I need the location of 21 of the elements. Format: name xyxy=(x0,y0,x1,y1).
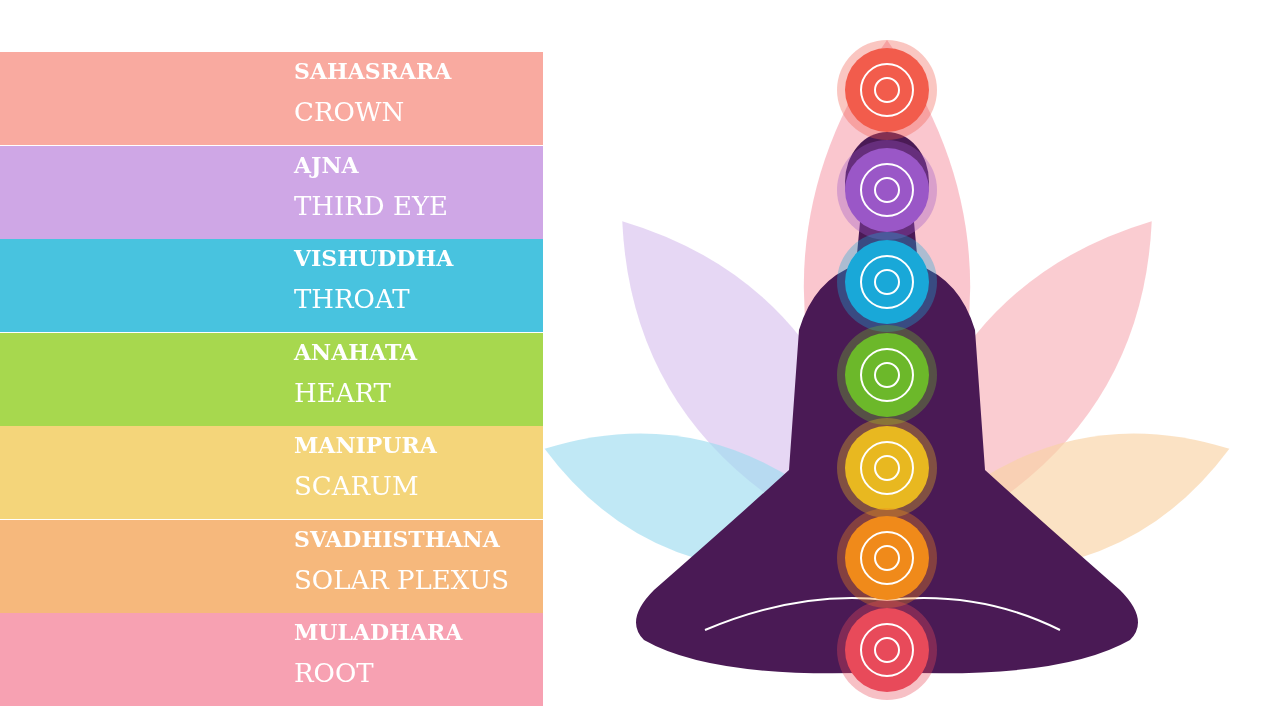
chakra-meaning: CROWN xyxy=(294,97,405,127)
chakra-meaning: THROAT xyxy=(294,284,410,314)
chakra-band xyxy=(0,613,543,706)
chakra-name: VISHUDDHA xyxy=(294,245,454,271)
chakra-meaning: HEART xyxy=(294,377,391,408)
chakra-name: SVADHISTHANA xyxy=(294,525,500,552)
chakra-name: MANIPURA xyxy=(294,432,437,458)
chakra-band xyxy=(0,426,543,519)
chakra-band xyxy=(0,52,543,145)
chakra-band xyxy=(0,145,543,239)
chakra-name: SAHASRARA xyxy=(294,58,452,84)
chakra-meaning: SOLAR PLEXUS xyxy=(294,564,509,595)
chakra-name: AJNA xyxy=(294,151,359,178)
chakra-band xyxy=(0,332,543,426)
chakra-band xyxy=(0,239,543,332)
chakra-meaning: ROOT xyxy=(294,658,374,688)
chakra-name: ANAHATA xyxy=(294,338,418,365)
chakra-name: MULADHARA xyxy=(294,619,463,645)
chakra-meaning: THIRD EYE xyxy=(294,190,449,221)
chakra-meaning: SCARUM xyxy=(294,471,419,501)
chakra-band xyxy=(0,519,543,613)
